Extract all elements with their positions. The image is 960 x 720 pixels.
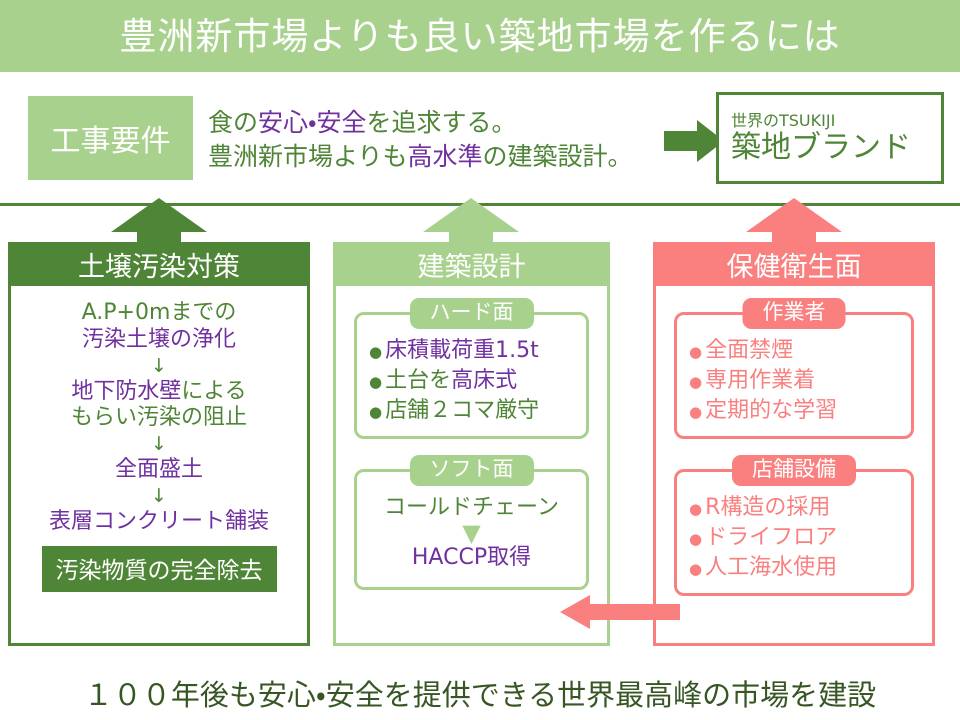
bullet-dot-icon: ● <box>369 403 383 422</box>
arrow-up-icon-health <box>746 198 842 246</box>
bullet-dot-icon: ● <box>689 343 703 361</box>
subsection-tag-soft: ソフト面 <box>409 455 534 487</box>
flow-line: 表層コンクリート舗装 <box>48 509 269 535</box>
flow-line: 汚染土壌の浄化 <box>81 326 236 352</box>
arrow-up-icon-architecture <box>423 198 519 246</box>
flow-line: A.P+0mまでの <box>81 300 237 325</box>
list-item: ● R構造の採用 <box>689 493 903 522</box>
bullet-dot-icon: ● <box>689 500 703 519</box>
list-item-label: 床積載荷重1.5t <box>385 338 539 363</box>
soil-flow-list: A.P+0mまでの 汚染土壌の浄化 ↓ 地下防水壁による もらい汚染の阻止 ↓ … <box>19 300 299 592</box>
subsection-tag-workers: 作業者 <box>742 298 846 330</box>
column-header-health: 保健衛生面 <box>653 242 935 286</box>
list-item-label: ドライフロア <box>705 525 838 551</box>
bullet-dot-icon: ● <box>689 373 703 392</box>
bullet-dot-icon: ● <box>369 373 383 392</box>
soil-final-result: 汚染物質の完全除去 <box>41 545 277 592</box>
subsection-tag-store-equipment: 店舗設備 <box>732 455 856 487</box>
list-item: ● ドライフロア <box>689 523 903 552</box>
flow-arrow-icon: ↓ <box>151 433 167 456</box>
flow-line: 全面盛土 <box>114 457 203 483</box>
list-item-label: 専用作業着 <box>705 368 816 394</box>
list-item: ● 全面禁煙 <box>689 336 903 365</box>
list-item-label: 人工海水使用 <box>705 555 838 581</box>
page-title: 豊洲新市場よりも良い築地市場を作るには <box>119 14 841 58</box>
requirements-tag-label: 工事要件 <box>50 124 171 159</box>
bullet-dot-icon: ● <box>689 560 703 579</box>
page-title-banner: 豊洲新市場よりも良い築地市場を作るには <box>0 0 960 72</box>
list-item: ● 床積載荷重1.5t <box>369 336 578 365</box>
bullet-dot-icon: ● <box>369 343 383 361</box>
list-item-label: 店舗２コマ厳守 <box>385 398 540 424</box>
column-soil-contamination: 土壌汚染対策 A.P+0mまでの 汚染土壌の浄化 ↓ 地下防水壁による もらい汚… <box>8 242 310 646</box>
list-item: ● 土台を高床式 <box>369 366 578 395</box>
requirements-tag: 工事要件 <box>28 96 193 180</box>
list-item-label: R構造の採用 <box>705 495 831 521</box>
bullet-dot-icon: ● <box>689 403 703 422</box>
footer-banner: １００年後も安心・安全を提供できる世界最高峰の市場を建設 <box>0 666 960 720</box>
arrow-right-icon <box>664 118 724 164</box>
haccp-item: HACCP取得 <box>411 545 532 571</box>
soft-line: コールドチェーン <box>384 495 559 521</box>
footer-text: １００年後も安心・安全を提供できる世界最高峰の市場を建設 <box>83 678 877 712</box>
brand-small-label: 世界のTSUKIJI <box>731 111 836 130</box>
brand-big-label: 築地ブランド <box>731 129 911 165</box>
list-item: ● 店舗２コマ厳守 <box>369 396 578 425</box>
tsukiji-brand-box: 世界のTSUKIJI 築地ブランド <box>716 92 944 184</box>
list-item-label: 土台を高床式 <box>385 368 518 394</box>
flow-arrow-icon: ▼ <box>462 518 481 547</box>
arrow-up-icon-soil <box>111 198 207 246</box>
flow-line: 地下防水壁による <box>71 378 247 404</box>
subsection-tag-hard: ハード面 <box>409 298 534 330</box>
list-item: ● 人工海水使用 <box>689 553 903 582</box>
subsection-soft: ソフト面 コールドチェーン ▼ HACCP取得 <box>354 455 589 590</box>
requirements-line-2: 豊洲新市場よりも高水準の建築設計。 <box>208 142 633 171</box>
subsection-workers: 作業者 ● 全面禁煙 ● 専用作業着 ● 定期的な学習 <box>674 298 914 440</box>
bullet-dot-icon: ● <box>689 530 703 549</box>
list-item-label: 全面禁煙 <box>705 338 794 363</box>
flow-arrow-icon: ↓ <box>151 354 167 377</box>
requirements-text: 食の安心・安全を追求する。 豊洲新市場よりも高水準の建築設計。 <box>208 100 678 180</box>
column-body-soil: A.P+0mまでの 汚染土壌の浄化 ↓ 地下防水壁による もらい汚染の阻止 ↓ … <box>8 286 310 646</box>
list-item-label: 定期的な学習 <box>705 398 838 424</box>
subsection-store-equipment: 店舗設備 ● R構造の採用 ● ドライフロア ● 人工海水使用 <box>674 455 914 597</box>
column-architecture: 建築設計 ハード面 ● 床積載荷重1.5t ● 土台を高床式 ● 店舗２コマ厳守… <box>333 242 610 646</box>
flow-line: もらい汚染の阻止 <box>70 405 247 431</box>
column-body-health: 作業者 ● 全面禁煙 ● 専用作業着 ● 定期的な学習 店舗設備 ● <box>653 286 935 646</box>
arrow-left-icon <box>560 592 680 632</box>
flow-arrow-icon: ↓ <box>151 485 167 508</box>
column-header-architecture: 建築設計 <box>333 242 610 286</box>
list-item: ● 専用作業着 <box>689 366 903 395</box>
column-header-soil: 土壌汚染対策 <box>8 242 310 286</box>
column-health-hygiene: 保健衛生面 作業者 ● 全面禁煙 ● 専用作業着 ● 定期的な学習 店舗設備 <box>653 242 935 646</box>
list-item: ● 定期的な学習 <box>689 396 903 425</box>
subsection-hard: ハード面 ● 床積載荷重1.5t ● 土台を高床式 ● 店舗２コマ厳守 <box>354 298 589 440</box>
requirements-line-1: 食の安心・安全を追求する。 <box>208 107 517 137</box>
column-body-architecture: ハード面 ● 床積載荷重1.5t ● 土台を高床式 ● 店舗２コマ厳守 ソフト面… <box>333 286 610 646</box>
